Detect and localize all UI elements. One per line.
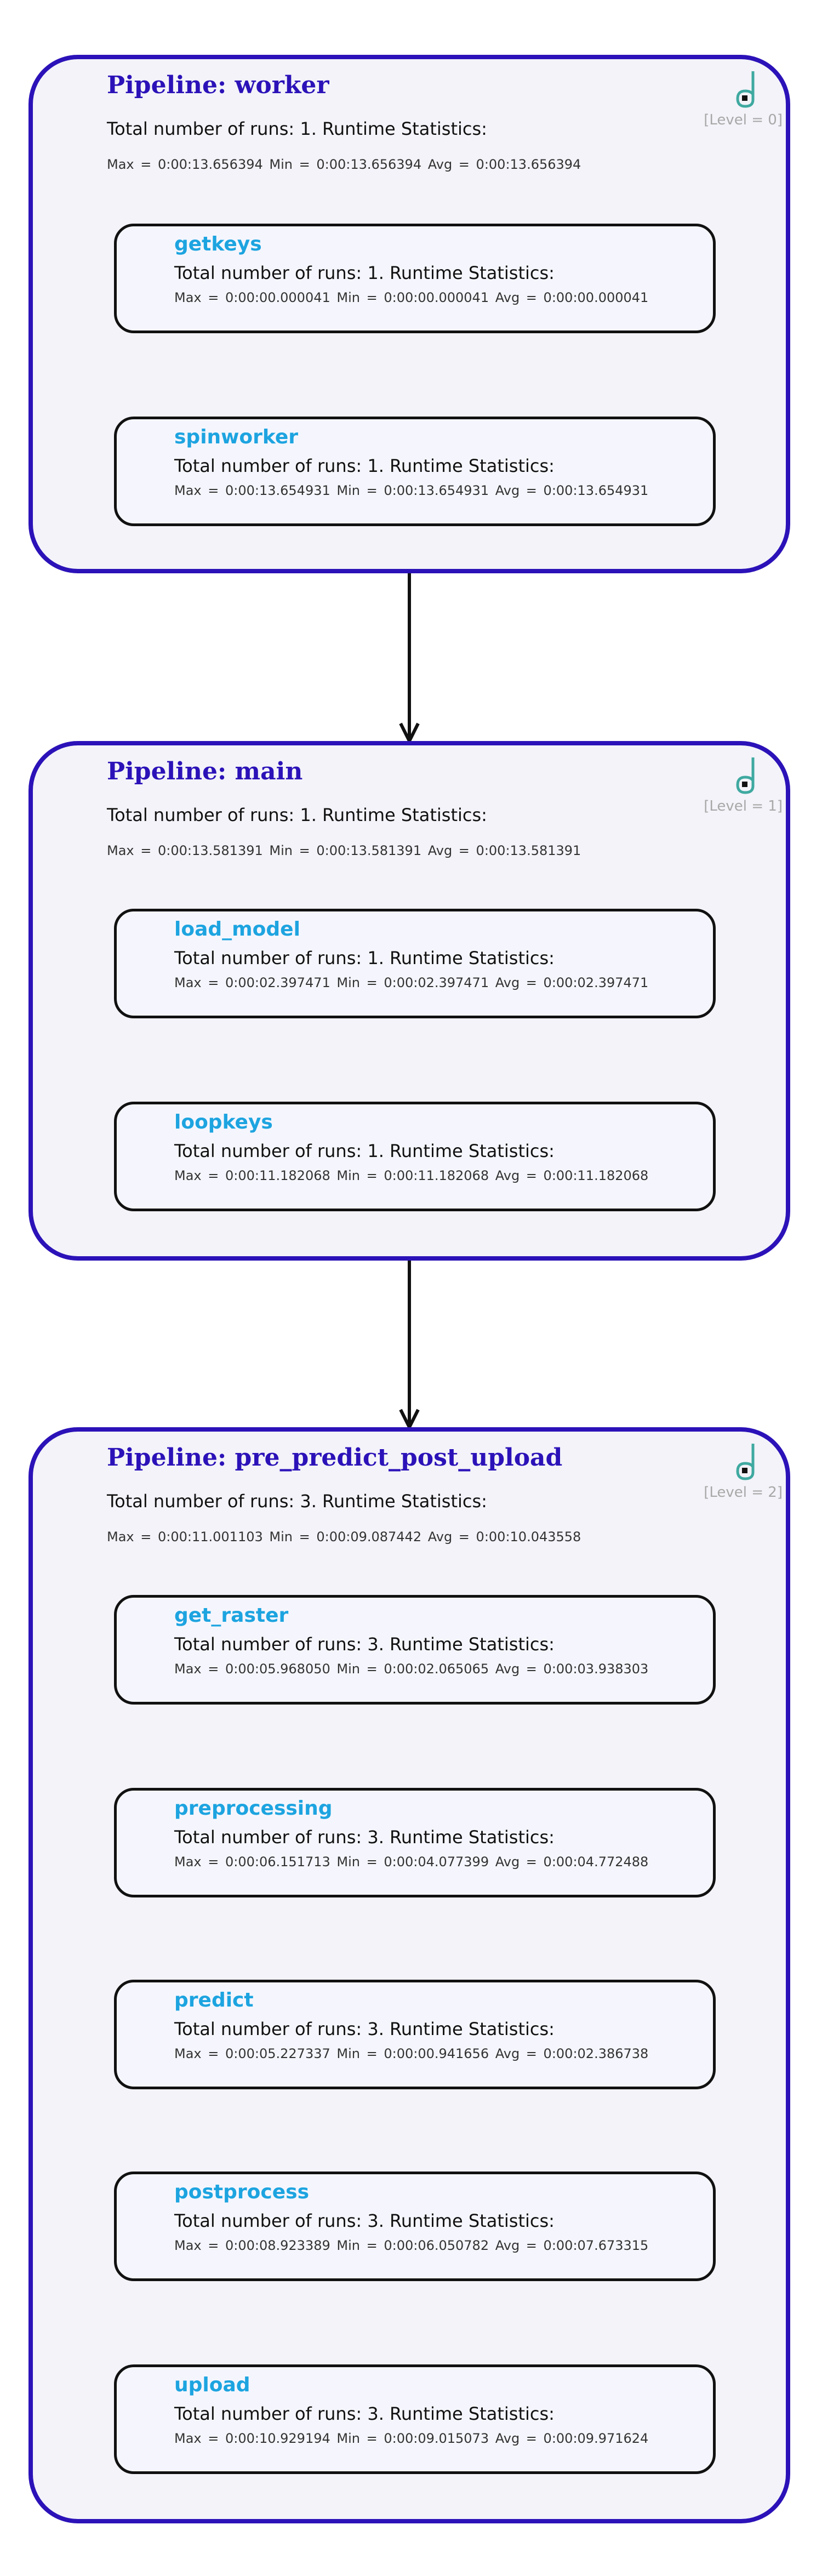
pipeline-title: Pipeline: main (107, 757, 303, 785)
step-name: preprocessing (174, 1797, 333, 1820)
step-preprocessing: preprocessing Total number of runs: 3. R… (114, 1788, 716, 1897)
step-stats: Max = 0:00:10.929194 Min = 0:00:09.01507… (174, 2431, 649, 2446)
pipeline-stats: Max = 0:00:11.001103 Min = 0:00:09.08744… (107, 1529, 581, 1545)
step-name: load_model (174, 918, 300, 941)
step-runs: Total number of runs: 1. Runtime Statist… (174, 948, 555, 968)
step-runs: Total number of runs: 1. Runtime Statist… (174, 1141, 555, 1161)
step-runs: Total number of runs: 3. Runtime Statist… (174, 2019, 555, 2039)
step-name: predict (174, 1989, 254, 2011)
step-stats: Max = 0:00:02.397471 Min = 0:00:02.39747… (174, 975, 649, 990)
step-name: getkeys (174, 233, 262, 255)
pipeline-title: Pipeline: pre_predict_post_upload (107, 1444, 563, 1472)
step-stats: Max = 0:00:06.151713 Min = 0:00:04.07739… (174, 1854, 649, 1870)
step-upload: upload Total number of runs: 3. Runtime … (114, 2364, 716, 2474)
step-stats: Max = 0:00:11.182068 Min = 0:00:11.18206… (174, 1168, 649, 1183)
step-runs: Total number of runs: 1. Runtime Statist… (174, 263, 555, 283)
pipeline-runs: Total number of runs: 1. Runtime Statist… (107, 118, 487, 139)
pipeline-title: Pipeline: worker (107, 71, 329, 99)
step-name: get_raster (174, 1604, 289, 1627)
step-getkeys: getkeys Total number of runs: 1. Runtime… (114, 224, 716, 333)
step-stats: Max = 0:00:08.923389 Min = 0:00:06.05078… (174, 2238, 649, 2253)
step-postprocess: postprocess Total number of runs: 3. Run… (114, 2172, 716, 2281)
d-logo-icon (736, 71, 755, 108)
pipeline-runs: Total number of runs: 3. Runtime Statist… (107, 1491, 487, 1512)
pipeline-worker: Pipeline: worker Total number of runs: 1… (28, 55, 790, 573)
step-runs: Total number of runs: 1. Runtime Statist… (174, 455, 555, 476)
step-name: upload (174, 2374, 250, 2396)
pipeline-pre-predict-post-upload: Pipeline: pre_predict_post_upload Total … (28, 1427, 790, 2523)
step-name: spinworker (174, 426, 299, 448)
pipeline-main: Pipeline: main Total number of runs: 1. … (28, 741, 790, 1261)
d-logo-icon (736, 1444, 755, 1480)
step-name: postprocess (174, 2181, 310, 2203)
step-runs: Total number of runs: 3. Runtime Statist… (174, 2403, 555, 2424)
level-label: [Level = 1] (704, 798, 783, 814)
step-stats: Max = 0:00:05.968050 Min = 0:00:02.06506… (174, 1661, 649, 1677)
step-load-model: load_model Total number of runs: 1. Runt… (114, 909, 716, 1018)
d-logo-icon (736, 757, 755, 794)
step-predict: predict Total number of runs: 3. Runtime… (114, 1980, 716, 2089)
step-stats: Max = 0:00:13.654931 Min = 0:00:13.65493… (174, 483, 649, 498)
step-get-raster: get_raster Total number of runs: 3. Runt… (114, 1595, 716, 1705)
level-label: [Level = 0] (704, 112, 783, 128)
step-stats: Max = 0:00:05.227337 Min = 0:00:00.94165… (174, 2046, 649, 2061)
step-loopkeys: loopkeys Total number of runs: 1. Runtim… (114, 1102, 716, 1211)
level-label: [Level = 2] (704, 1484, 783, 1501)
step-spinworker: spinworker Total number of runs: 1. Runt… (114, 417, 716, 526)
step-name: loopkeys (174, 1111, 273, 1133)
step-runs: Total number of runs: 3. Runtime Statist… (174, 1634, 555, 1655)
step-runs: Total number of runs: 3. Runtime Statist… (174, 1827, 555, 1848)
pipeline-runs: Total number of runs: 1. Runtime Statist… (107, 805, 487, 825)
pipeline-stats: Max = 0:00:13.656394 Min = 0:00:13.65639… (107, 157, 581, 172)
pipeline-stats: Max = 0:00:13.581391 Min = 0:00:13.58139… (107, 843, 581, 858)
step-runs: Total number of runs: 3. Runtime Statist… (174, 2210, 555, 2231)
step-stats: Max = 0:00:00.000041 Min = 0:00:00.00004… (174, 290, 649, 305)
